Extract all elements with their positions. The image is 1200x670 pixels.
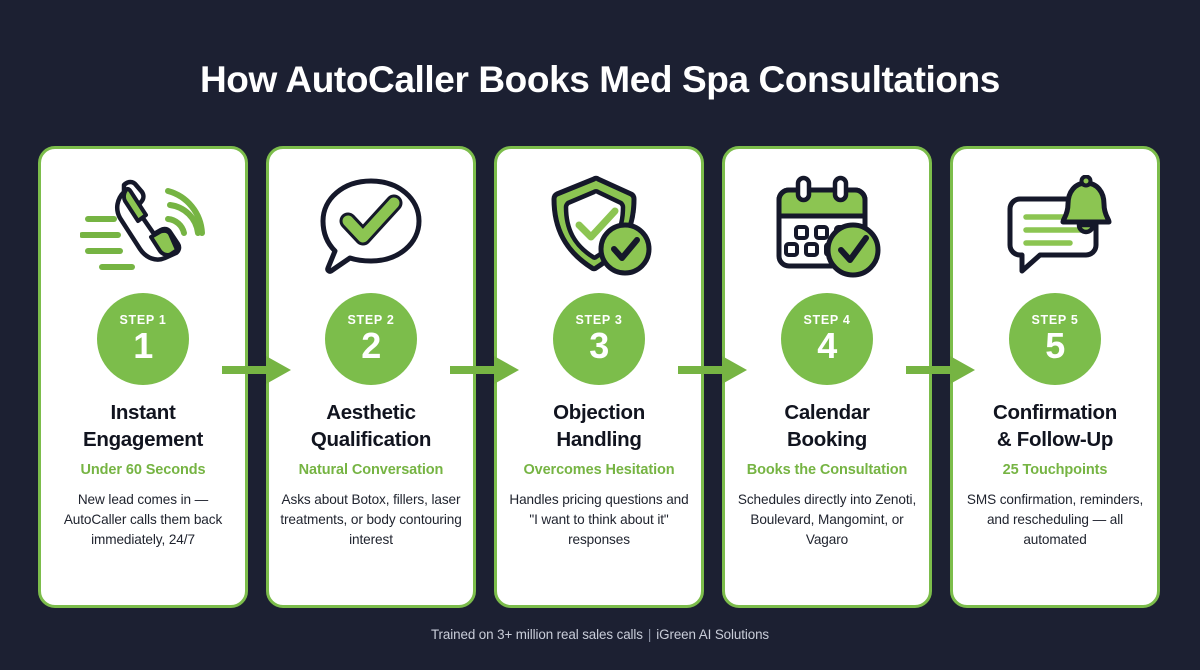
step-card-5[interactable]: STEP 5 5 Confirmation & Follow-Up 25 Tou…: [950, 146, 1160, 608]
step-card-4[interactable]: STEP 4 4 Calendar Booking Books the Cons…: [722, 146, 932, 608]
connector-gap-4: [906, 146, 975, 608]
step-card-slot-2: STEP 2 2 Aesthetic Qualification Natural…: [266, 146, 476, 608]
step-subtitle-2: Natural Conversation: [298, 461, 444, 478]
connector-gap-1: [222, 146, 291, 608]
steps-rail: STEP 1 1 Instant Engagement Under 60 Sec…: [38, 146, 1162, 608]
step-title-line1: Objection: [553, 401, 645, 424]
step-description-5: SMS confirmation, reminders, and resched…: [966, 491, 1144, 548]
step-subtitle-5: 25 Touchpoints: [1002, 461, 1108, 478]
step-card-2[interactable]: STEP 2 2 Aesthetic Qualification Natural…: [266, 146, 476, 608]
chat-bell-notification-icon: [989, 171, 1121, 283]
step-title-line1: Instant: [110, 401, 176, 424]
step-badge-1: STEP 1 1: [97, 293, 189, 385]
step-title-3: Objection Handling: [553, 400, 645, 454]
step-description-1: New lead comes in — AutoCaller calls the…: [63, 491, 223, 548]
step-title-line1: Confirmation: [993, 401, 1117, 424]
footer-brand: iGreen AI Solutions: [656, 627, 770, 642]
step-number: 4: [817, 325, 837, 367]
calendar-check-icon: [761, 171, 893, 283]
step-card-slot-3: STEP 3 3 Objection Handling Overcomes He…: [494, 146, 704, 608]
step-title-line2: Qualification: [310, 427, 432, 451]
step-badge-4: STEP 4 4: [781, 293, 873, 385]
step-badge-3: STEP 3 3: [553, 293, 645, 385]
step-number: 2: [361, 325, 381, 367]
step-title-1: Instant Engagement: [83, 400, 203, 454]
step-description-2: Asks about Botox, fillers, laser treatme…: [280, 491, 462, 548]
step-card-1[interactable]: STEP 1 1 Instant Engagement Under 60 Sec…: [38, 146, 248, 608]
step-title-line1: Calendar: [784, 401, 870, 424]
step-card-3[interactable]: STEP 3 3 Objection Handling Overcomes He…: [494, 146, 704, 608]
step-kicker: STEP 5: [1031, 312, 1079, 327]
connector-gap-3: [678, 146, 747, 608]
step-title-4: Calendar Booking: [784, 400, 870, 454]
step-card-slot-5: STEP 5 5 Confirmation & Follow-Up 25 Tou…: [950, 146, 1160, 608]
footer-separator: |: [647, 627, 652, 642]
step-title-5: Confirmation & Follow-Up: [993, 400, 1117, 454]
step-title-line2: Booking: [787, 427, 867, 451]
phone-ringing-icon: [77, 171, 209, 283]
step-description-4: Schedules directly into Zenoti, Boulevar…: [737, 491, 917, 548]
step-kicker: STEP 4: [803, 312, 851, 327]
step-title-line2: & Follow-Up: [996, 427, 1114, 451]
step-title-line2: Handling: [556, 427, 642, 451]
step-badge-2: STEP 2 2: [325, 293, 417, 385]
shield-check-badge-icon: [533, 171, 665, 283]
step-kicker: STEP 1: [119, 312, 167, 327]
step-number: 3: [589, 325, 609, 367]
connector-gap-2: [450, 146, 519, 608]
footer: Trained on 3+ million real sales calls | i…: [0, 627, 1200, 642]
step-number: 5: [1045, 325, 1065, 367]
step-subtitle-1: Under 60 Seconds: [80, 461, 206, 478]
page-title: How AutoCaller Books Med Spa Consultatio…: [199, 59, 1000, 100]
step-title-line2: Engagement: [82, 427, 204, 451]
speech-bubble-check-icon: [305, 171, 437, 283]
step-title-line1: Aesthetic: [326, 401, 416, 424]
step-description-3: Handles pricing questions and "I want to…: [509, 491, 689, 548]
step-subtitle-4: Books the Consultation: [746, 461, 908, 478]
step-kicker: STEP 3: [575, 312, 623, 327]
step-card-slot-4: STEP 4 4 Calendar Booking Books the Cons…: [722, 146, 932, 608]
step-number: 1: [133, 325, 153, 367]
step-card-slot-1: STEP 1 1 Instant Engagement Under 60 Sec…: [38, 146, 248, 608]
step-subtitle-3: Overcomes Hesitation: [523, 461, 675, 478]
step-badge-5: STEP 5 5: [1009, 293, 1101, 385]
step-title-2: Aesthetic Qualification: [310, 400, 432, 454]
step-kicker: STEP 2: [347, 312, 395, 327]
footer-left-text: Trained on 3+ million real sales calls: [430, 627, 643, 642]
